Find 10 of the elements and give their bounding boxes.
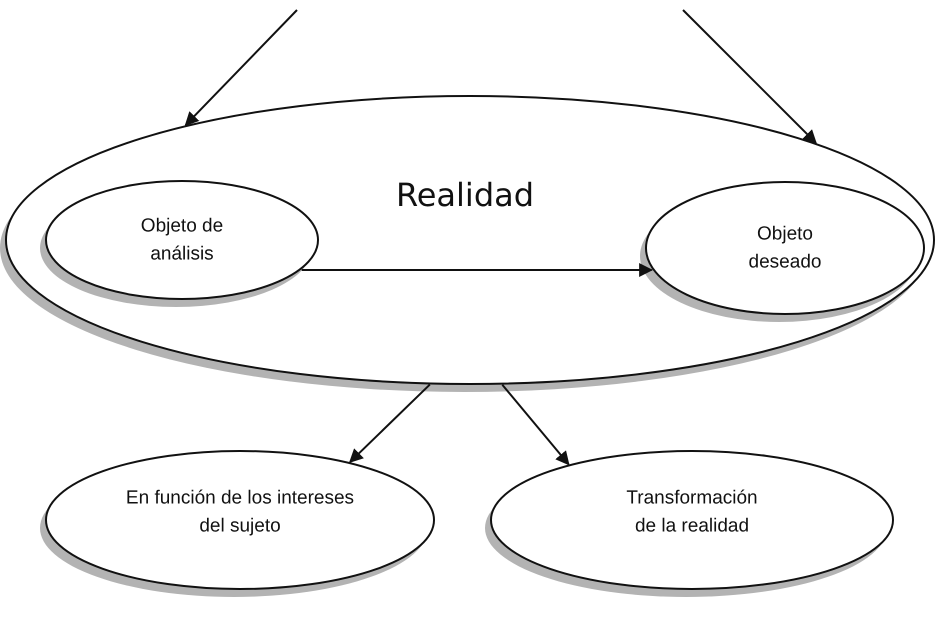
heading: Realidad: [394, 176, 536, 214]
arrow: [502, 384, 570, 466]
arrow: [302, 263, 654, 277]
node-label: Transformación de la realidad: [625, 486, 759, 538]
arrow: [348, 384, 431, 463]
node-label: En función de los intereses del sujeto: [124, 486, 356, 538]
node-label: Objeto de análisis: [140, 214, 224, 266]
arrow: [682, 9, 817, 144]
arrow: [184, 9, 298, 126]
node-label: Objeto deseado: [748, 222, 822, 274]
